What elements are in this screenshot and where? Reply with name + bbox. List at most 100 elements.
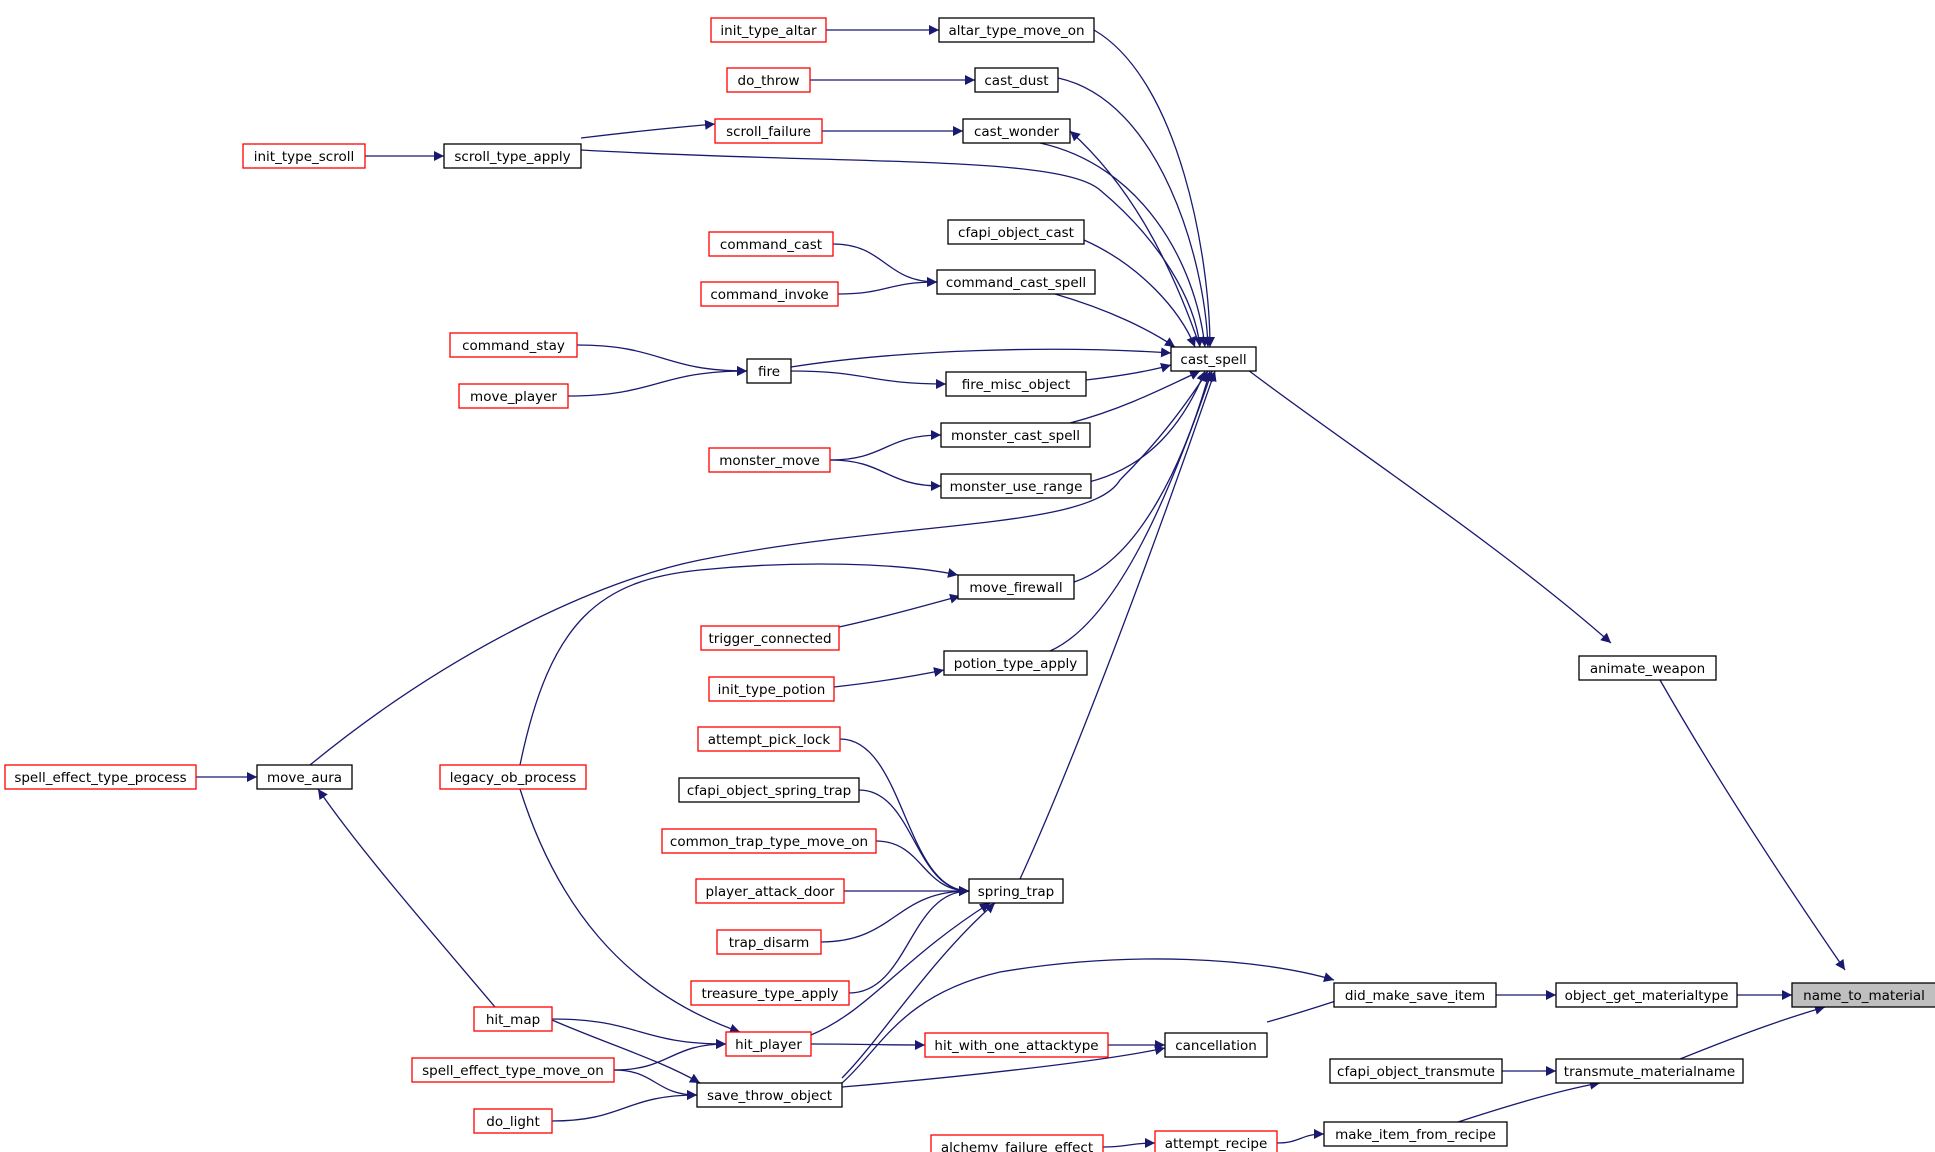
node-label: cast_dust: [984, 73, 1048, 89]
node-name_to_material[interactable]: name_to_material: [1791, 982, 1935, 1008]
node-attempt_pick_lock[interactable]: attempt_pick_lock: [697, 726, 841, 752]
node-label: move_aura: [267, 770, 342, 786]
node-box: [938, 17, 1095, 43]
node-box: [242, 143, 366, 169]
node-hit_map[interactable]: hit_map: [473, 1006, 553, 1032]
node-label: spell_effect_type_move_on: [422, 1063, 604, 1079]
node-box: [411, 1057, 615, 1083]
node-box: [1791, 982, 1935, 1008]
node-label: cast_wonder: [974, 124, 1060, 140]
node-legacy_ob_process[interactable]: legacy_ob_process: [439, 764, 587, 790]
node-label: trigger_connected: [708, 631, 831, 647]
node-label: cast_spell: [1180, 352, 1246, 368]
node-animate_weapon[interactable]: animate_weapon: [1578, 655, 1717, 681]
node-move_firewall[interactable]: move_firewall: [957, 574, 1075, 600]
node-cfapi_object_cast[interactable]: cfapi_object_cast: [947, 219, 1085, 245]
node-trigger_connected[interactable]: trigger_connected: [700, 625, 840, 651]
edge-save_throw_object-to-spring_trap: [841, 902, 996, 1079]
node-make_item_from_recipe[interactable]: make_item_from_recipe: [1323, 1121, 1508, 1147]
node-label: do_light: [486, 1114, 540, 1130]
node-player_attack_door[interactable]: player_attack_door: [695, 878, 845, 904]
node-init_type_altar[interactable]: init_type_altar: [710, 17, 827, 43]
node-command_cast_spell[interactable]: command_cast_spell: [936, 269, 1096, 295]
node-alchemy_failure_effect[interactable]: alchemy_failure_effect: [930, 1134, 1104, 1152]
node-fire_misc_object[interactable]: fire_misc_object: [945, 371, 1087, 397]
node-do_light[interactable]: do_light: [473, 1108, 553, 1134]
node-label: command_cast: [720, 237, 822, 253]
node-box: [1323, 1121, 1508, 1147]
node-label: transmute_materialname: [1564, 1064, 1735, 1080]
node-spring_trap[interactable]: spring_trap: [968, 878, 1064, 904]
node-init_type_potion[interactable]: init_type_potion: [708, 676, 835, 702]
edge-move_player-to-fire: [567, 366, 748, 397]
node-monster_move[interactable]: monster_move: [708, 447, 831, 473]
edge-legacy_ob_process-to-hit_player: [519, 788, 741, 1034]
node-fire[interactable]: fire: [746, 358, 792, 384]
node-box: [940, 473, 1092, 499]
node-box: [710, 17, 827, 43]
edge-hit_map-to-save_throw_object: [551, 1019, 701, 1084]
node-common_trap_type_move_on[interactable]: common_trap_type_move_on: [661, 828, 877, 854]
node-move_player[interactable]: move_player: [458, 383, 569, 409]
edge-cfapi_object_cast-to-cast_spell: [1083, 239, 1196, 348]
node-command_cast[interactable]: command_cast: [708, 231, 834, 257]
edge-save_throw_object-to-cancellation: [841, 1045, 1166, 1088]
node-label: fire_misc_object: [962, 377, 1071, 393]
node-spell_effect_type_move_on[interactable]: spell_effect_type_move_on: [411, 1057, 615, 1083]
node-label: trap_disarm: [729, 935, 810, 951]
node-save_throw_object[interactable]: save_throw_object: [696, 1082, 843, 1108]
node-command_invoke[interactable]: command_invoke: [700, 281, 839, 307]
edge-cast_dust-to-cast_spell: [1057, 77, 1213, 348]
node-box: [968, 878, 1064, 904]
edge-make_item_from_recipe-to-transmute_materialname: [1457, 1079, 1601, 1123]
node-monster_cast_spell[interactable]: monster_cast_spell: [940, 422, 1091, 448]
node-move_aura[interactable]: move_aura: [256, 764, 353, 790]
edge-cast_spell-to-cast_wonder: [1069, 130, 1201, 348]
node-command_stay[interactable]: command_stay: [449, 332, 578, 358]
node-cast_spell[interactable]: cast_spell: [1170, 346, 1257, 372]
node-label: spell_effect_type_process: [14, 770, 186, 786]
node-box: [1555, 982, 1738, 1008]
node-box: [726, 67, 811, 93]
node-label: command_stay: [462, 338, 565, 354]
node-label: init_type_scroll: [254, 149, 354, 165]
node-spell_effect_type_process[interactable]: spell_effect_type_process: [4, 764, 197, 790]
node-hit_with_one_attacktype[interactable]: hit_with_one_attacktype: [924, 1032, 1109, 1058]
node-cfapi_object_spring_trap[interactable]: cfapi_object_spring_trap: [678, 777, 860, 803]
node-do_throw[interactable]: do_throw: [726, 67, 811, 93]
edge-scroll_type_apply-to-scroll_failure: [580, 119, 716, 139]
node-box: [690, 980, 850, 1006]
edge-do_light-to-save_throw_object: [551, 1090, 698, 1122]
node-cast_wonder[interactable]: cast_wonder: [962, 118, 1071, 144]
node-object_get_materialtype[interactable]: object_get_materialtype: [1555, 982, 1738, 1008]
node-box: [473, 1108, 553, 1134]
node-box: [943, 650, 1088, 676]
node-transmute_materialname[interactable]: transmute_materialname: [1555, 1058, 1744, 1084]
edge-alchemy_failure_effect-to-attempt_recipe: [1102, 1138, 1156, 1149]
node-scroll_failure[interactable]: scroll_failure: [714, 118, 823, 144]
node-treasure_type_apply[interactable]: treasure_type_apply: [690, 980, 850, 1006]
node-did_make_save_item[interactable]: did_make_save_item: [1333, 982, 1497, 1008]
node-cfapi_object_transmute[interactable]: cfapi_object_transmute: [1329, 1058, 1503, 1084]
node-hit_player[interactable]: hit_player: [725, 1031, 812, 1057]
node-attempt_recipe[interactable]: attempt_recipe: [1154, 1130, 1278, 1152]
node-altar_type_move_on[interactable]: altar_type_move_on: [938, 17, 1095, 43]
node-box: [678, 777, 860, 803]
node-cast_dust[interactable]: cast_dust: [974, 67, 1059, 93]
node-label: do_throw: [738, 73, 800, 89]
node-label: save_throw_object: [707, 1088, 832, 1104]
node-box: [1164, 1032, 1268, 1058]
node-box: [746, 358, 792, 384]
node-box: [700, 625, 840, 651]
edge-treasure_type_apply-to-spring_trap: [848, 886, 970, 994]
node-monster_use_range[interactable]: monster_use_range: [940, 473, 1092, 499]
node-label: potion_type_apply: [954, 656, 1078, 672]
node-potion_type_apply[interactable]: potion_type_apply: [943, 650, 1088, 676]
node-trap_disarm[interactable]: trap_disarm: [716, 929, 822, 955]
node-box: [940, 422, 1091, 448]
edge-fire-to-cast_spell: [790, 347, 1172, 368]
node-cancellation[interactable]: cancellation: [1164, 1032, 1268, 1058]
node-init_type_scroll[interactable]: init_type_scroll: [242, 143, 366, 169]
node-scroll_type_apply[interactable]: scroll_type_apply: [443, 143, 582, 169]
